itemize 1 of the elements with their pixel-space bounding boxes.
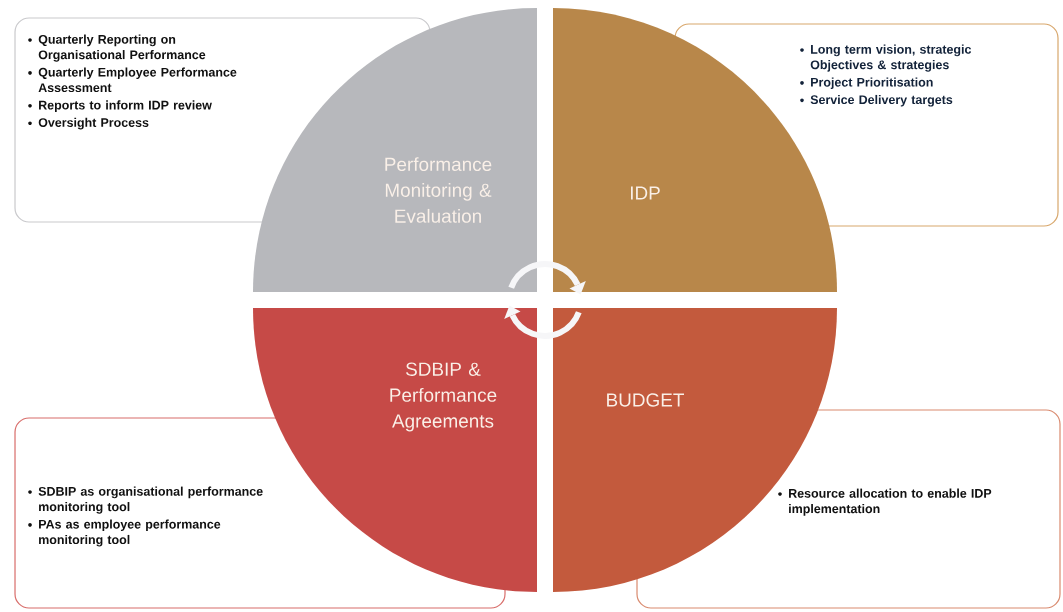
quadrant: Performance Monitoring & Evaluation [253, 8, 537, 292]
